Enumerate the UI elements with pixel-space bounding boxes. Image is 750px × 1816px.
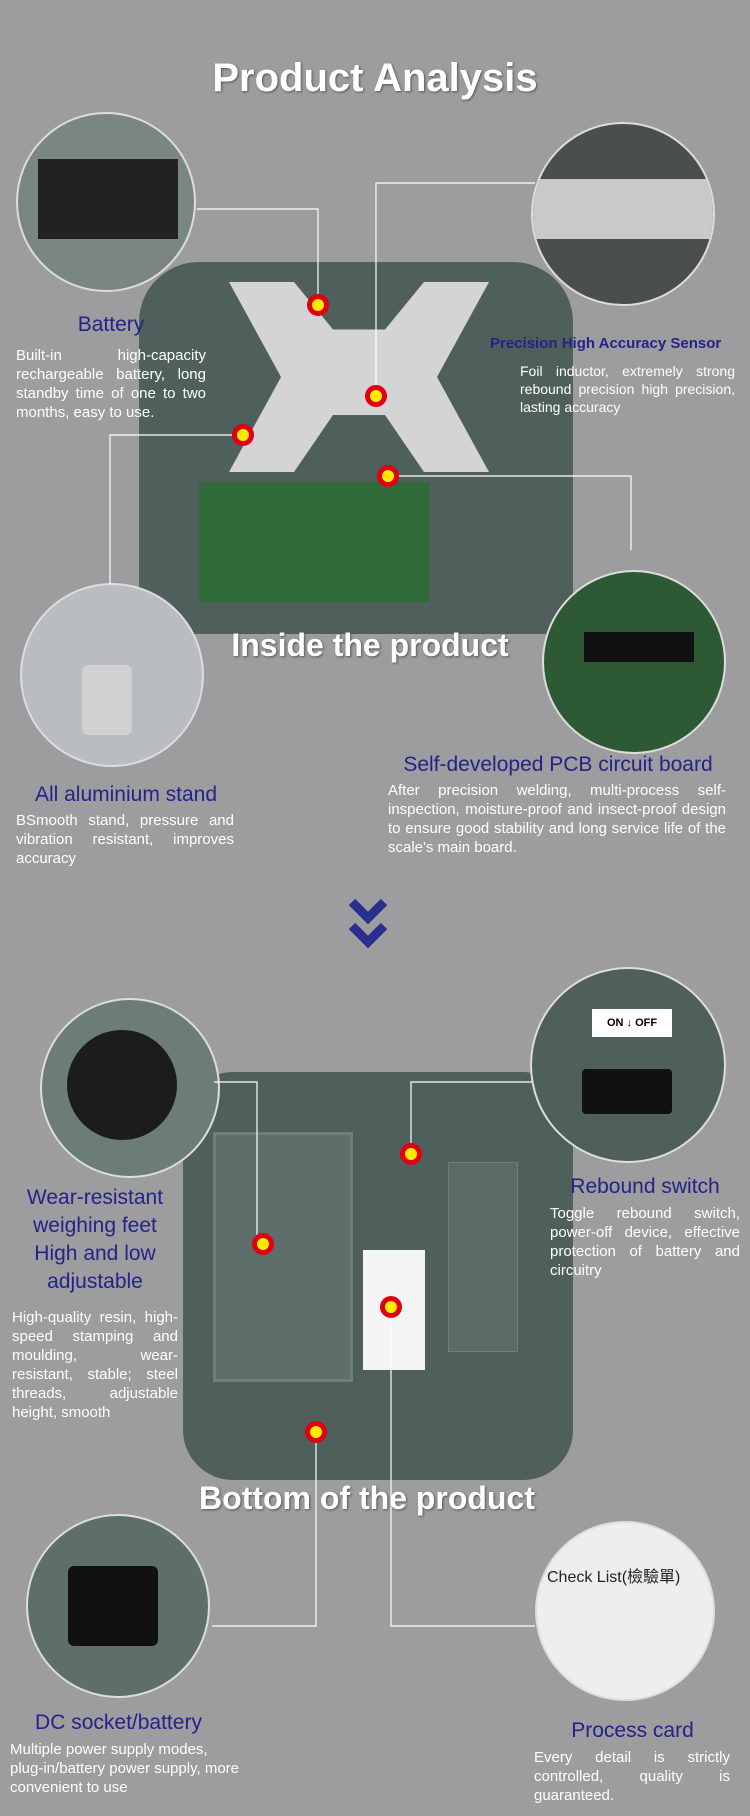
- side-cover: [448, 1162, 518, 1352]
- scale-interior-image: [139, 262, 573, 634]
- sensor-title: Precision High Accuracy Sensor: [490, 335, 722, 352]
- switch-on-label: ON: [606, 1017, 624, 1029]
- switch-off-label: OFF: [635, 1017, 658, 1029]
- stand-closeup: [20, 583, 204, 767]
- stand-title: All aluminium stand: [34, 783, 218, 806]
- marker-feet: [252, 1233, 274, 1255]
- marker-card: [380, 1296, 402, 1318]
- marker-battery: [307, 294, 329, 316]
- switch-closeup: ON ↓ OFF: [530, 967, 726, 1163]
- chevron-down-icon: [348, 898, 388, 949]
- pcb-board: [199, 482, 429, 602]
- card-text: Every detail is strictly controlled, qua…: [534, 1749, 730, 1804]
- battery-closeup: [16, 112, 196, 292]
- battery-text: Built-in high-capacity rechargeable batt…: [16, 347, 206, 421]
- switch-title: Rebound switch: [570, 1175, 720, 1198]
- switch-text: Toggle rebound switch, power-off device,…: [550, 1205, 740, 1279]
- process-card-heading: Check List(檢驗單): [547, 1569, 681, 1586]
- dc-title: DC socket/battery: [35, 1711, 202, 1734]
- dc-text: Multiple power supply modes, plug-in/bat…: [10, 1741, 239, 1796]
- feet-title: Wear-resistant weighing feet High and lo…: [26, 1186, 164, 1293]
- marker-switch: [400, 1143, 422, 1165]
- marker-dc: [305, 1421, 327, 1443]
- battery-cover: [213, 1132, 353, 1382]
- feet-closeup: [40, 998, 220, 1178]
- card-title: Process card: [571, 1719, 694, 1742]
- pcb-closeup: [542, 570, 726, 754]
- pcb-text: After precision welding, multi-process s…: [388, 782, 726, 856]
- sensor-closeup: [531, 122, 715, 306]
- pcb-title: Self-developed PCB circuit board: [403, 753, 713, 776]
- scale-bottom-image: [183, 1072, 573, 1480]
- marker-sensor: [365, 385, 387, 407]
- dc-socket-closeup: [26, 1514, 210, 1698]
- page-title: Product Analysis: [212, 56, 538, 100]
- marker-pcb: [377, 465, 399, 487]
- switch-rocker: [582, 1069, 672, 1114]
- marker-stand: [232, 424, 254, 446]
- battery-title: Battery: [77, 313, 145, 336]
- section-bottom-label: Bottom of the product: [199, 1480, 535, 1516]
- stand-text: BSmooth stand, pressure and vibration re…: [16, 812, 234, 867]
- feet-text: High-quality resin, high-speed stamping …: [12, 1309, 178, 1421]
- process-card-closeup: Check List(檢驗單): [535, 1521, 715, 1701]
- section-inside-label: Inside the product: [231, 627, 509, 663]
- sensor-text: Foil inductor, extremely strong rebound …: [520, 363, 735, 415]
